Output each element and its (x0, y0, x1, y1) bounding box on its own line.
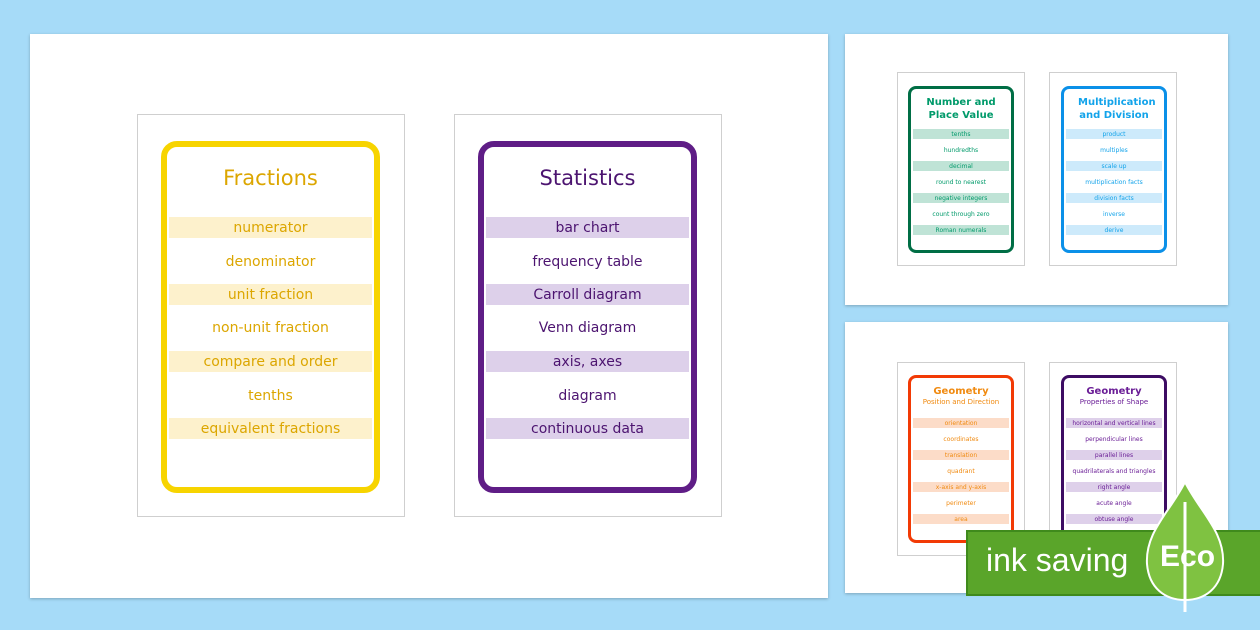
card-title: Fractions (223, 166, 318, 190)
vocab-word: product (1066, 129, 1162, 139)
vocab-word: parallel lines (1066, 450, 1162, 460)
vocab-word: inverse (1103, 210, 1125, 218)
vocab-word: multiplication facts (1085, 178, 1143, 186)
vocab-word: decimal (913, 161, 1009, 171)
vocab-word: translation (913, 450, 1009, 460)
vocab-word: unit fraction (169, 284, 372, 305)
vocab-word: non-unit fraction (212, 319, 329, 336)
card-frame: Fractions numerator denominator unit fracti… (161, 141, 380, 493)
vocab-word: axis, axes (486, 351, 689, 372)
card-title: Geometry (933, 386, 989, 397)
card-subtitle: Position and Direction (922, 398, 1000, 406)
card-title: Statistics (539, 166, 636, 190)
vocab-word: acute angle (1096, 499, 1132, 507)
eco-label: Eco (1160, 540, 1216, 573)
vocab-word: derive (1066, 225, 1162, 235)
vocab-word: orientation (913, 418, 1009, 428)
vocab-word: coordinates (943, 435, 979, 443)
card-title: Multiplication and Division (1078, 97, 1156, 121)
vocab-word: continuous data (486, 418, 689, 439)
vocab-word: multiples (1100, 146, 1128, 154)
vocab-word: division facts (1066, 193, 1162, 203)
vocab-word: compare and order (169, 351, 372, 372)
vocab-word: quadrilaterals and triangles (1072, 467, 1156, 475)
vocab-word: count through zero (932, 210, 990, 218)
vocab-word: tenths (248, 387, 293, 404)
vocab-word: diagram (558, 387, 617, 404)
card-title: Number and Place Value (926, 97, 996, 121)
vocab-word: perimeter (946, 499, 976, 507)
card-frame: Multiplication and Division product multip… (1061, 86, 1167, 253)
vocab-word: perpendicular lines (1085, 435, 1143, 443)
vocab-word: Roman numerals (913, 225, 1009, 235)
vocab-word: area (913, 514, 1009, 524)
vocab-word: equivalent fractions (169, 418, 372, 439)
vocab-word: tenths (913, 129, 1009, 139)
vocab-word: bar chart (486, 217, 689, 238)
vocab-word: quadrant (947, 467, 975, 475)
vocab-word: Venn diagram (538, 319, 637, 336)
ink-saving-label: ink saving (986, 542, 1129, 578)
card-subtitle: Properties of Shape (1079, 398, 1149, 406)
vocab-word: numerator (169, 217, 372, 238)
eco-leaf-icon (1145, 482, 1225, 612)
vocab-word: negative integers (913, 193, 1009, 203)
vocab-word: obtuse angle (1066, 514, 1162, 524)
vocab-word: denominator (225, 253, 316, 270)
vocab-word: scale up (1066, 161, 1162, 171)
vocab-word: x-axis and y-axis (913, 482, 1009, 492)
vocab-word: Carroll diagram (486, 284, 689, 305)
card-title: Geometry (1086, 386, 1142, 397)
vocab-word: hundredths (943, 146, 979, 154)
card-frame: Number and Place Value tenths hundredths de… (908, 86, 1014, 253)
vocab-word: round to nearest (936, 178, 986, 186)
vocab-word: horizontal and vertical lines (1066, 418, 1162, 428)
vocab-word: frequency table (532, 253, 643, 270)
vocab-word: right angle (1066, 482, 1162, 492)
